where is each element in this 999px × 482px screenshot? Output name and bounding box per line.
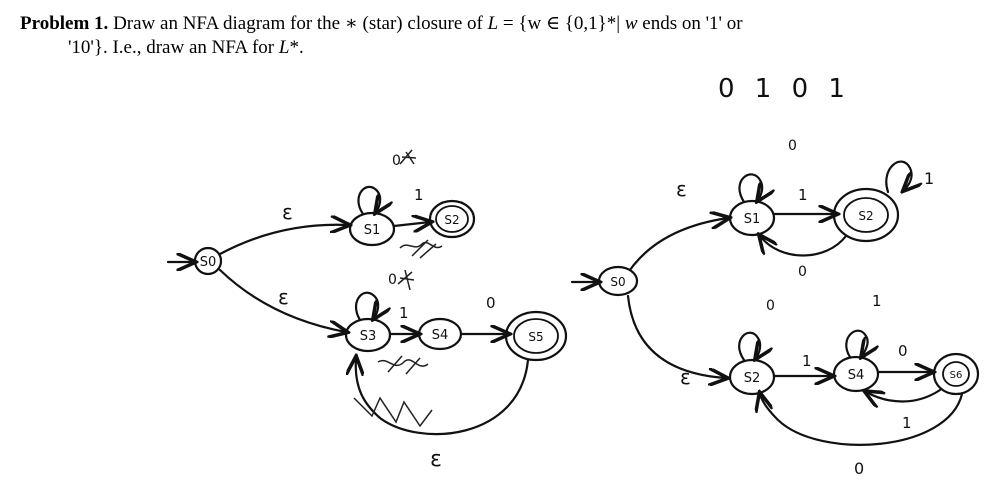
- line2-text: '10'}. I.e., draw an NFA for: [68, 37, 279, 58]
- right-s4-label: S4: [848, 368, 865, 383]
- right-s1-loop-label: 0: [788, 138, 797, 154]
- ends-text: ends on '1' or: [637, 13, 743, 34]
- left-s3-loop-label: 0: [388, 272, 397, 288]
- problem-heading: Problem 1.: [20, 13, 109, 34]
- right-state-s2: S2: [832, 187, 900, 243]
- left-s5-label: S5: [528, 330, 543, 344]
- right-s6-s2b-label: 0: [854, 459, 864, 478]
- left-s0-label: S0: [200, 255, 217, 270]
- left-s1-label: S1: [364, 223, 381, 238]
- left-state-s3: S3: [344, 317, 392, 353]
- set-open: = {w ∈ {: [498, 13, 574, 34]
- right-edge-s2-s1: [760, 236, 848, 257]
- right-s1-label: S1: [744, 212, 761, 227]
- left-eps-lower: ε: [278, 285, 289, 309]
- right-nfa: S0 ε ε S1 0 1 S2 1 0 S2: [570, 138, 980, 478]
- right-s2b-s4-label: 1: [802, 352, 812, 370]
- set-alphabet: 0,1: [573, 13, 598, 34]
- left-nfa: S0 ε ε S1 0 1 S2 S3 0: [166, 149, 568, 472]
- right-s2b-loop: [738, 331, 760, 360]
- star-symbol: ∗: [344, 13, 358, 34]
- right-state-s2b: S2: [728, 358, 776, 396]
- right-s2-loop-label: 1: [924, 169, 934, 188]
- right-edge-s6-s4: [866, 390, 942, 402]
- left-edge-s5-s3: [356, 358, 530, 436]
- top-sequence-annotation: 0 1 0 1: [718, 74, 851, 104]
- left-eps-upper: ε: [282, 200, 293, 224]
- right-s1-loop: [738, 173, 762, 202]
- left-s1-loop-label: 0: [392, 153, 401, 169]
- problem-line-2: '10'}. I.e., draw an NFA for L*.: [20, 36, 990, 60]
- right-s2-s1-label: 0: [798, 264, 807, 280]
- left-s2-label: S2: [444, 213, 459, 227]
- left-scribble-5: [353, 396, 433, 428]
- problem-sentence-a: Draw an NFA diagram for the: [113, 13, 341, 34]
- left-state-s0: S0: [193, 246, 223, 276]
- right-state-s1: S1: [728, 199, 776, 237]
- right-eps-upper: ε: [676, 177, 687, 201]
- line2-end: *.: [289, 37, 304, 58]
- right-edge-s0-s1: [628, 218, 728, 272]
- right-s4-s6-label: 0: [898, 342, 908, 360]
- left-s3-label: S3: [360, 329, 377, 344]
- right-s4-loop: [845, 329, 867, 357]
- language-variable: L: [487, 13, 499, 34]
- left-edge-s0-s3: [218, 268, 346, 332]
- right-state-s4: S4: [832, 355, 880, 393]
- left-s3-s4-label: 1: [399, 304, 409, 322]
- left-scribble-1: [399, 149, 417, 165]
- left-scribble-3: [397, 269, 415, 291]
- right-eps-lower: ε: [680, 365, 691, 389]
- right-s2-loop: [885, 160, 911, 192]
- line2-variable: L: [278, 37, 290, 58]
- right-s2b-loop-label: 0: [766, 298, 775, 314]
- left-edge-s1-s2: [392, 222, 430, 226]
- left-s3-loop: [354, 291, 378, 320]
- left-s1-loop: [357, 185, 380, 214]
- problem-sentence-b: (star) closure of: [362, 13, 483, 34]
- left-state-s5: S5: [504, 310, 568, 362]
- left-state-s4: S4: [417, 317, 463, 351]
- right-state-s6: S6: [932, 352, 980, 396]
- left-s4-label: S4: [432, 328, 449, 343]
- left-s1-s2-label: 1: [414, 186, 424, 204]
- left-scribble-2: [399, 239, 443, 259]
- right-s4-loop-label: 1: [872, 292, 882, 310]
- right-s1-s2-label: 1: [798, 186, 808, 204]
- right-s6-label: S6: [950, 370, 963, 381]
- right-state-s0: S0: [597, 265, 639, 297]
- right-s2b-label: S2: [744, 371, 761, 386]
- right-edge-s0-s2b: [626, 294, 726, 378]
- set-close: }*|: [597, 13, 625, 34]
- problem-statement: Problem 1. Draw an NFA diagram for the ∗…: [20, 12, 990, 60]
- w-variable: w: [624, 13, 638, 34]
- left-scribble-4: [377, 355, 429, 375]
- left-back-eps: ε: [430, 447, 442, 472]
- left-state-s2: S2: [428, 199, 476, 239]
- right-s6-s4-label: 1: [902, 414, 912, 432]
- right-s0-label: S0: [610, 275, 625, 289]
- left-edge-s0-s1: [218, 225, 348, 256]
- left-state-s1: S1: [348, 211, 396, 247]
- right-edge-s6-s2b: [760, 394, 964, 446]
- right-s2-label: S2: [858, 209, 873, 223]
- left-s4-s5-label: 0: [486, 294, 496, 312]
